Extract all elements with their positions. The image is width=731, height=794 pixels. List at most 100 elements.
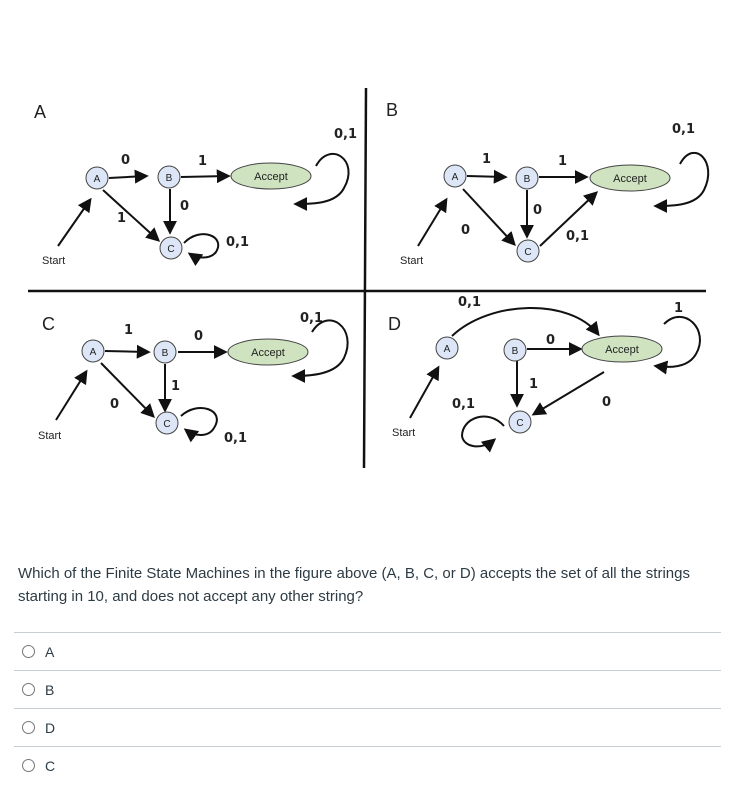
state-c [508,410,532,434]
start-label: Start [400,255,423,267]
answer-radio[interactable] [22,759,35,772]
state-a [435,336,459,360]
accept-label: Accept [254,171,288,183]
edge-label: 0,1 [226,235,249,250]
edge-label: 1 [117,211,126,226]
state-label: B [166,173,173,184]
panel-letter: C [42,314,55,334]
self-loop-c [183,233,220,267]
edge-a-b [466,169,508,184]
edge-accept-c [531,371,605,416]
state-b [153,340,177,364]
answer-radio[interactable] [22,645,35,658]
answer-label[interactable]: D [45,719,56,736]
answer-label[interactable]: B [45,681,55,698]
panel-d: D Start 0,1 0 1 0 0,1 1 A B C Accept [388,295,701,453]
panel-c: C Start 1 0 0 1 0,1 0,1 A B C Accept [38,311,349,446]
state-a [81,339,105,363]
answer-label[interactable]: A [45,643,55,660]
edge-label: 0,1 [458,295,481,310]
state-a [85,166,109,190]
state-label: C [516,418,523,429]
start-label: Start [38,430,61,442]
answer-list: A B D C [14,632,721,784]
self-loop-accept [653,151,710,213]
edge-label: 0,1 [300,311,323,326]
state-label: A [452,172,459,183]
accept-state [227,338,309,366]
start-label: Start [392,427,415,439]
answer-radio[interactable] [22,721,35,734]
state-b [515,166,539,190]
state-b [157,165,181,189]
state-label: B [162,348,169,359]
state-c [159,236,183,260]
accept-label: Accept [613,173,647,185]
state-label: A [444,344,451,355]
accept-state [230,162,312,190]
edge-a-c [462,188,516,247]
edge-a-c [102,189,161,242]
accept-label: Accept [605,344,639,356]
edge-label: 0 [121,153,130,168]
edge-label: 0 [461,223,470,238]
state-label: A [94,174,101,185]
edge-label: 1 [482,152,491,167]
answer-option-b[interactable]: B [14,670,721,708]
state-c [516,239,540,263]
answer-option-c[interactable]: C [14,746,721,784]
state-label: A [90,347,97,358]
start-arrow [417,197,448,247]
edge-label: 1 [171,379,180,394]
edge-label: 0,1 [566,229,589,244]
state-a [443,164,467,188]
state-c [155,411,179,435]
state-label: B [524,174,531,185]
edge-label: 1 [674,301,683,316]
state-label: C [167,244,174,255]
edge-label: 0 [602,395,611,410]
state-label: B [512,346,519,357]
edge-label: 0 [110,397,119,412]
panel-letter: B [386,100,398,120]
start-arrow [57,197,92,247]
edge-label: 0 [194,329,203,344]
accept-state [589,164,671,192]
edge-label: 0 [180,199,189,214]
edge-label: 0 [546,333,555,348]
edge-a-accept [451,307,600,337]
state-label: C [163,419,170,430]
start-arrow [55,369,88,421]
self-loop-c [460,415,505,453]
edge-label: 1 [529,377,538,392]
self-loop-accept [653,316,701,375]
edge-label: 0,1 [672,122,695,137]
self-loop-c [180,407,218,443]
answer-option-a[interactable]: A [14,632,721,670]
edge-label: 1 [198,154,207,169]
answer-radio[interactable] [22,683,35,696]
state-label: C [524,247,531,258]
edge-c-accept [539,191,599,247]
state-b [503,338,527,362]
panel-letter: D [388,314,401,334]
fsm-figure: A Start 0 1 1 0 0,1 0,1 A B C Accept B S… [28,87,710,469]
edge-a-b [108,169,149,184]
start-arrow [409,365,440,419]
edge-a-b [104,344,151,359]
edge-label: 0,1 [334,127,357,142]
panel-b: B Start 1 1 0 0 0,1 0,1 A B C Accept [386,100,710,267]
edge-b-accept [180,169,231,184]
edge-label: 1 [558,154,567,169]
question-text: Which of the Finite State Machines in th… [18,565,690,605]
accept-state [581,335,663,363]
self-loop-accept [291,319,349,383]
edge-label: 0 [533,203,542,218]
fsm-diagram: A Start 0 1 1 0 0,1 0,1 A B C Accept B S… [28,87,710,469]
edge-label: 0,1 [452,397,475,412]
answer-label[interactable]: C [45,757,56,774]
panel-a: A Start 0 1 1 0 0,1 0,1 A B C Accept [34,102,357,267]
panel-letter: A [34,102,46,122]
edge-label: 0,1 [224,431,247,446]
answer-option-d[interactable]: D [14,708,721,746]
